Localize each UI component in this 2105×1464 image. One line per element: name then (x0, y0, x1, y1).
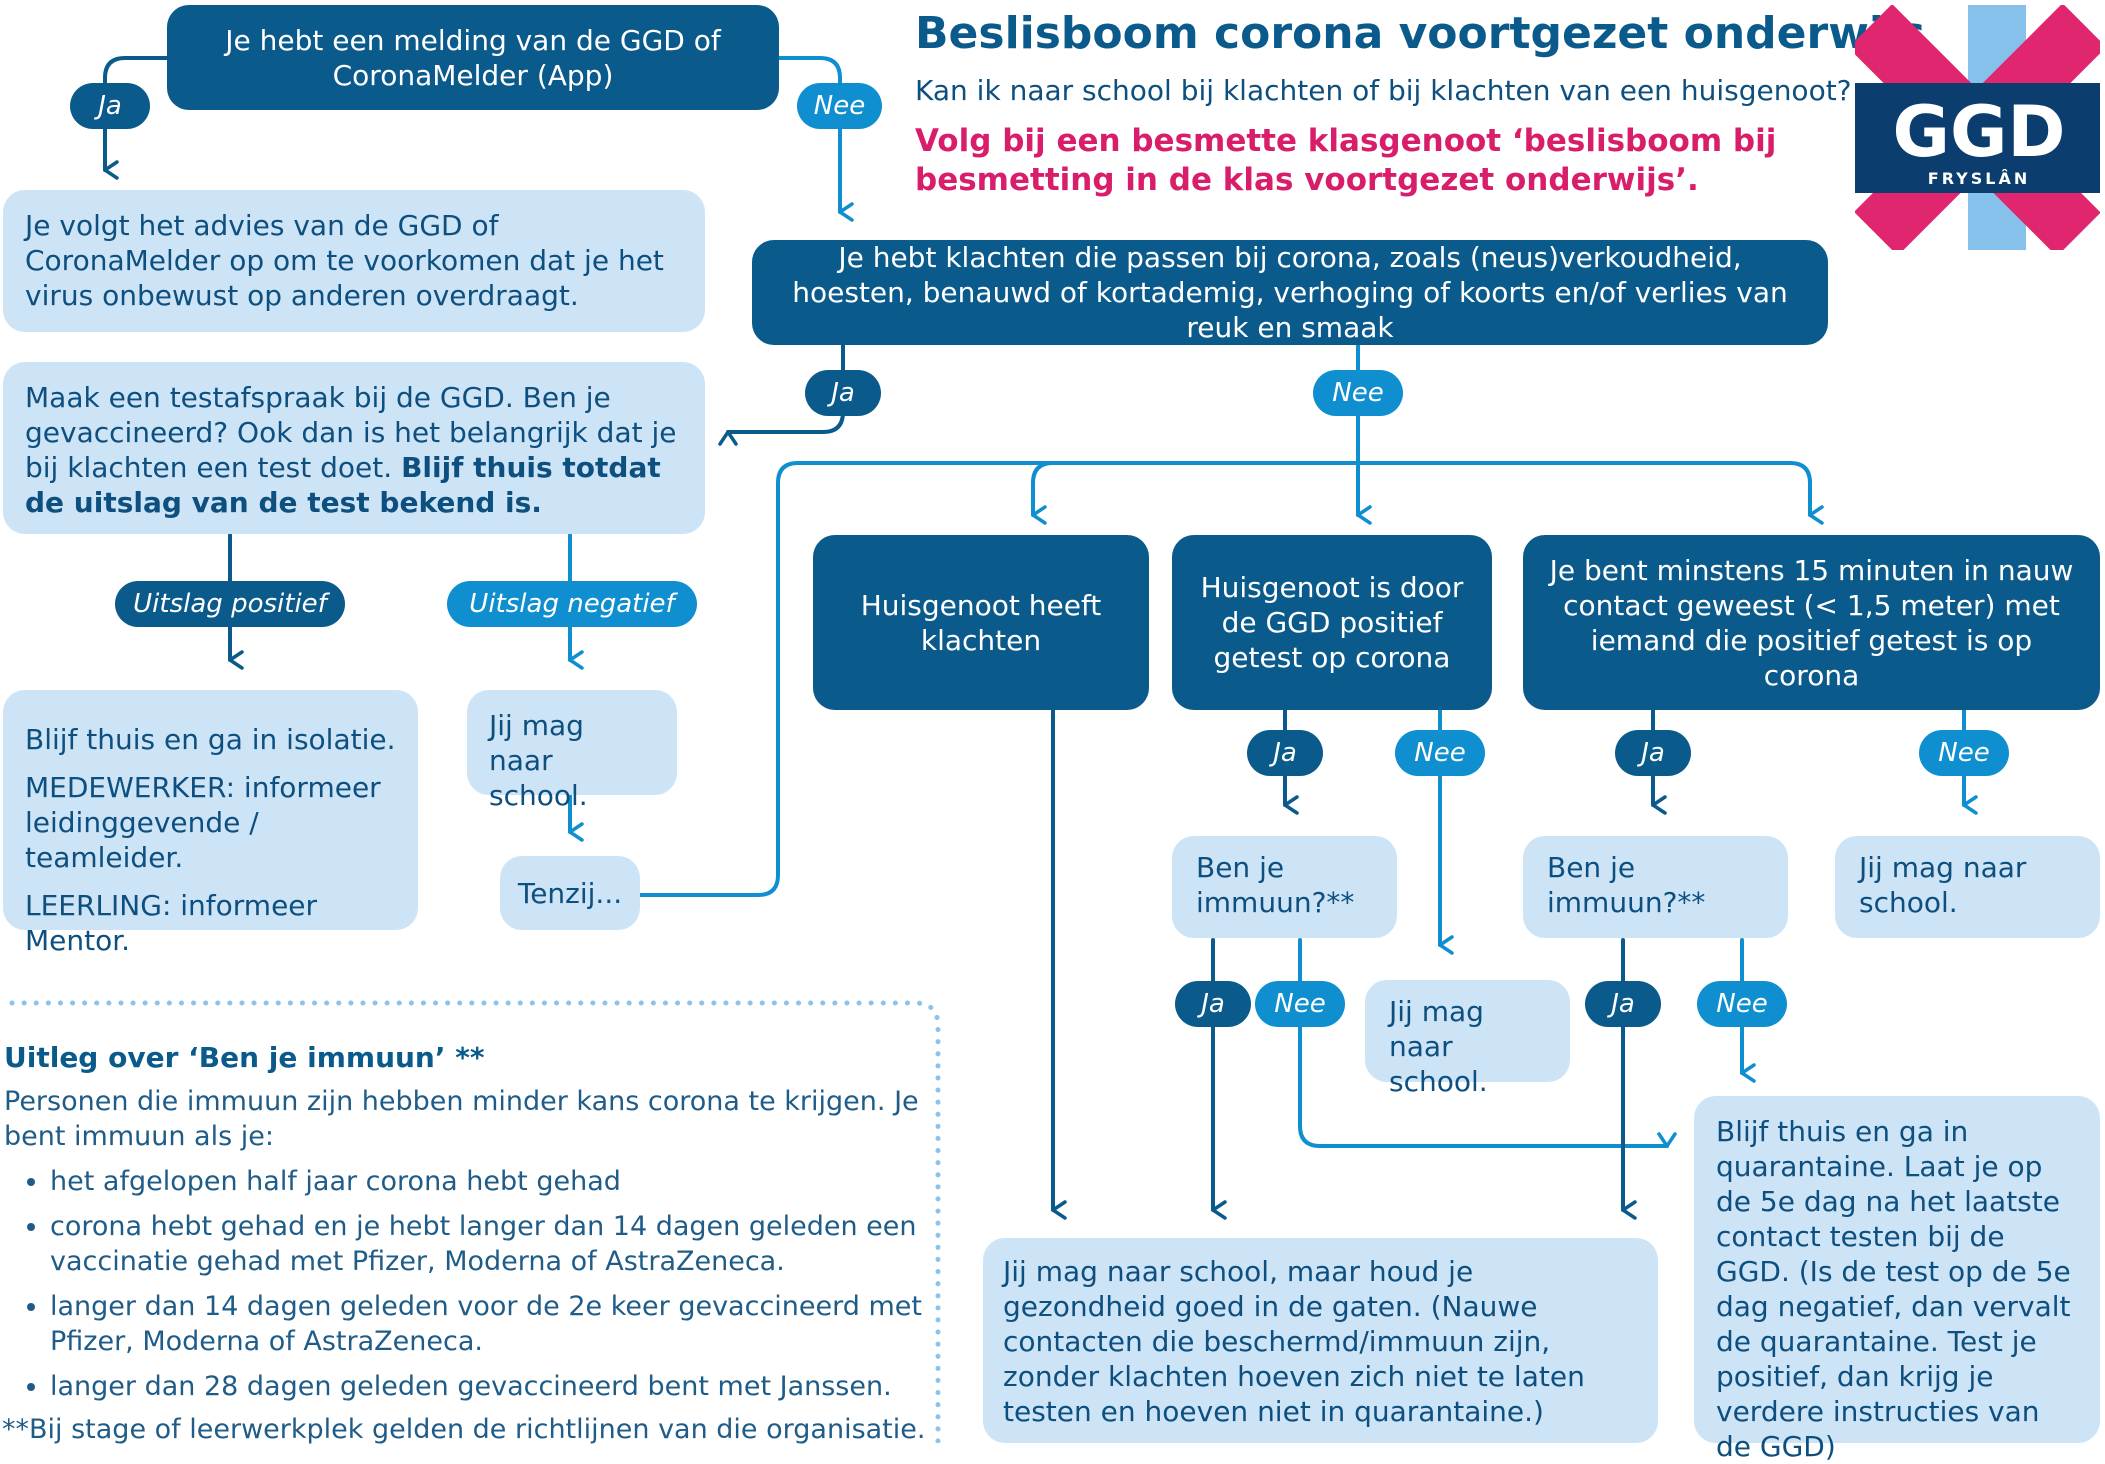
notice-line-2: besmetting in de klas voortgezet onderwi… (915, 162, 1699, 198)
tenzij-text: Tenzij... (517, 876, 623, 910)
notice-line-1: Volg bij een besmette klasgenoot ‘beslis… (915, 123, 1777, 159)
nauw-contact-ja-pill: Ja (1615, 730, 1691, 776)
tenzij-box: Tenzij... (500, 856, 640, 930)
klachten-box: Je hebt klachten die passen bij corona, … (752, 240, 1828, 345)
klachten-nee-pill: Nee (1313, 370, 1403, 416)
isolatie-line-3: LEERLING: informeer Mentor. (25, 889, 318, 957)
huisgenoot-positief-box: Huisgenoot is door de GGD positief getes… (1172, 535, 1492, 710)
huisgenoot-positief-ja-pill: Ja (1247, 730, 1323, 776)
immuun-left-nee-pill: Nee (1255, 981, 1345, 1027)
explanation-list: het afgelopen half jaar corona hebt geha… (2, 1164, 927, 1404)
immuun-text-right: Ben je immuun?** (1547, 851, 1706, 919)
huisgenoot-klachten-text: Huisgenoot heeft klachten (860, 588, 1102, 657)
school-gezondheid-text: Jij mag naar school, maar houd je gezond… (1003, 1255, 1585, 1428)
nauw-contact-nee-pill: Nee (1919, 730, 2009, 776)
nauw-contact-text: Je bent minstens 15 minuten in nauw cont… (1549, 553, 2074, 692)
klachten-ja-pill: Ja (805, 370, 881, 416)
testafspraak-bold: Blijf thuis totdat de uitslag van de tes… (25, 451, 661, 519)
list-item: langer dan 28 dagen geleden gevaccineerd… (50, 1369, 927, 1404)
contact-nee-school-text: Jij mag naar school. (1859, 851, 2027, 919)
immuun-left-ja-pill: Ja (1175, 981, 1251, 1027)
isolatie-line-2: MEDEWERKER: informeer leidinggevende / t… (25, 771, 381, 874)
school-gezondheid-box: Jij mag naar school, maar houd je gezond… (983, 1238, 1658, 1443)
explanation-footnote: **Bij stage of leerwerkplek gelden de ri… (2, 1414, 926, 1445)
immuun-right-ja-pill: Ja (1585, 981, 1661, 1027)
huisgenoot-positief-text: Huisgenoot is door de GGD positief getes… (1200, 571, 1464, 674)
advies-box: Je volgt het advies van de GGD of Corona… (3, 190, 705, 332)
melding-nee-pill: Nee (797, 83, 882, 129)
uitslag-negatief-pill: Uitslag negatief (447, 581, 697, 627)
positief-nee-school-box: Jij mag naar school. (1365, 980, 1570, 1098)
list-item: langer dan 14 dagen geleden voor de 2e k… (50, 1289, 927, 1359)
huisgenoot-klachten-box: Huisgenoot heeft klachten (813, 535, 1149, 710)
positief-nee-school-text: Jij mag naar school. (1389, 995, 1488, 1098)
immuun-right-nee-pill: Nee (1697, 981, 1787, 1027)
immuun-explanation: Uitleg over ‘Ben je immuun’ ** Personen … (2, 1003, 927, 1445)
besmetting-notice: Volg bij een besmette klasgenoot ‘beslis… (915, 122, 1776, 200)
page-subtitle: Kan ik naar school bij klachten of bij k… (915, 74, 1852, 107)
explanation-title: Uitleg over ‘Ben je immuun’ ** (4, 1041, 485, 1074)
melding-box: Je hebt een melding van de GGD of Corona… (167, 5, 779, 110)
klachten-text: Je hebt klachten die passen bij corona, … (792, 241, 1788, 344)
isolatie-box: Blijf thuis en ga in isolatie. MEDEWERKE… (3, 690, 418, 957)
immuun-box-left: Ben je immuun?** (1172, 836, 1397, 938)
isolatie-line-1: Blijf thuis en ga in isolatie. (25, 723, 396, 756)
contact-nee-school-box: Jij mag naar school. (1835, 836, 2100, 938)
negatief-school-text: Jij mag naar school. (489, 709, 588, 812)
testafspraak-box: Maak een testafspraak bij de GGD. Ben je… (3, 362, 705, 534)
immuun-box-right: Ben je immuun?** (1523, 836, 1788, 938)
immuun-text-left: Ben je immuun?** (1196, 851, 1355, 919)
quarantaine-text: Blijf thuis en ga in quarantaine. Laat j… (1716, 1115, 2071, 1463)
list-item: corona hebt gehad en je hebt langer dan … (50, 1209, 927, 1279)
explanation-intro: Personen die immuun zijn hebben minder k… (4, 1086, 919, 1152)
melding-text: Je hebt een melding van de GGD of Corona… (225, 23, 721, 92)
logo-subtext: FRYSLÂN (1928, 169, 2030, 188)
huisgenoot-positief-nee-pill: Nee (1395, 730, 1485, 776)
ggd-logo: GGD FRYSLÂN (1855, 5, 2100, 250)
testafspraak-text: Maak een testafspraak bij de GGD. Ben je… (25, 381, 677, 484)
melding-ja-pill: Ja (70, 83, 150, 129)
explanation-frame (9, 1000, 941, 1443)
list-item: het afgelopen half jaar corona hebt geha… (50, 1164, 927, 1199)
uitslag-positief-pill: Uitslag positief (115, 581, 345, 627)
page-title: Beslisboom corona voortgezet onderwijs (915, 8, 1926, 59)
quarantaine-box: Blijf thuis en ga in quarantaine. Laat j… (1694, 1096, 2100, 1463)
advies-text: Je volgt het advies van de GGD of Corona… (25, 209, 664, 312)
nauw-contact-box: Je bent minstens 15 minuten in nauw cont… (1523, 535, 2100, 710)
negatief-school-box: Jij mag naar school. (467, 690, 677, 812)
logo-text: GGD (1892, 91, 2065, 173)
